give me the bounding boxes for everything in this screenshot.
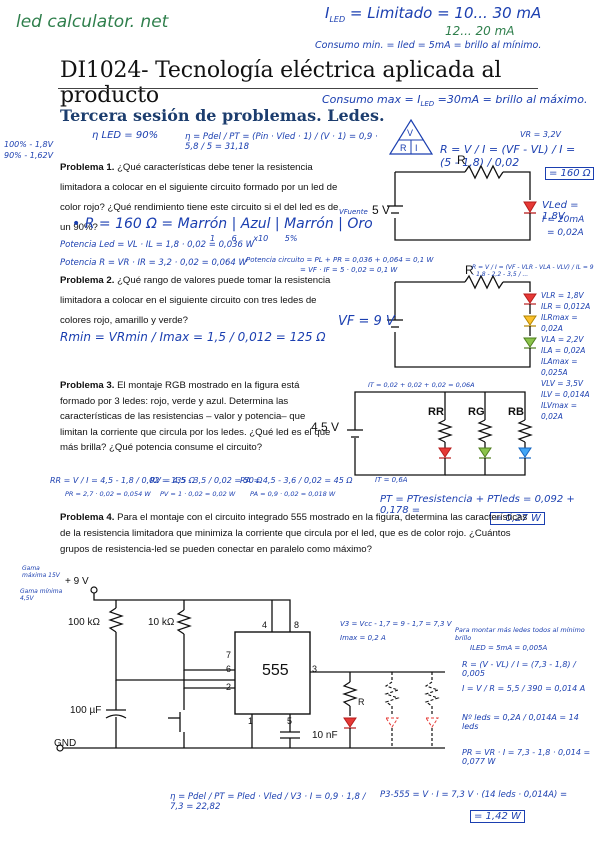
p4-r-eq: R = (V - VL) / I = (7,3 - 1,8) / 0,005 [462, 660, 576, 678]
p1-pot-led: Potencia Led = VL · IL = 1,8 · 0,02 = 0,… [60, 240, 255, 250]
note-90: 90% - 1,62V [4, 151, 54, 160]
circuit1-result: = 160 Ω [545, 167, 595, 180]
p2-rmin: Rmin = VRmin / Imax = 1,5 / 0,012 = 125 … [60, 330, 326, 344]
circuit3-label-g: RG [468, 406, 485, 418]
circuit4-c1: 100 µF [70, 705, 102, 716]
note-consumo-max: Consumo max = ILED =30mA = brillo al máx… [322, 93, 588, 109]
note-iled-limit: ILED = Limitado = 10... 30 mA [325, 4, 542, 24]
note-nled: η LED = 90% [92, 130, 159, 141]
p1-answer: • R = 160 Ω = Marrón | Azul | Marrón | O… [72, 216, 373, 232]
logo: led calculator. net [16, 12, 169, 32]
problem-1: Problema 1. ¿Qué características debe te… [60, 162, 339, 233]
circuit4-note-min: Gama mínima 4,5V [20, 588, 63, 602]
circuit3-it2: IT = 0,6A [375, 476, 408, 484]
pin-8: 8 [294, 620, 300, 630]
pin-5: 5 [287, 716, 293, 726]
circuit4-r1: 100 kΩ [68, 617, 100, 628]
svg-text:R: R [465, 263, 474, 277]
p4-i-eq: I = V / R = 5,5 / 390 = 0,014 A [462, 684, 586, 693]
circuit-4 [56, 586, 445, 752]
problem-4: Problema 4. Para el montaje con el circu… [60, 512, 528, 555]
circuit-2: R [387, 263, 537, 368]
p4-v3: V3 = Vcc - 1,7 = 9 - 1,7 = 7,3 V [340, 620, 452, 628]
p1-pot-r: Potencia R = VR · IR = 3,2 · 0,02 = 0,06… [60, 258, 247, 268]
p1-pot-total2: = VF · IF = 5 · 0,02 = 0,1 W [300, 266, 398, 274]
note-eta-formula: η = Pdel / PT = (Pin · Vled · 1) / (V · … [185, 132, 378, 152]
circuit4-c2: 10 nF [312, 730, 338, 741]
circuit1-voltage: 5 V [372, 203, 391, 217]
pin-7: 7 [226, 650, 232, 660]
pin-3: 3 [312, 664, 318, 674]
p3-rb: RA = 4,5 - 3,6 / 0,02 = 45 Ω [240, 476, 353, 485]
note-vr: VR = 3,2V [520, 130, 562, 139]
circuit1-iled2: = 0,02A [547, 228, 584, 238]
title-rule [58, 88, 538, 89]
p4-eta: η = Pdel / PT = Pled · Vled / V3 · I = 0… [170, 792, 366, 812]
note-ohm: R = V / I = (VF - VL) / I = (5 - 1,8) / … [440, 143, 576, 169]
circuit4-r2: 10 kΩ [148, 617, 175, 628]
p4-nleds: Nº leds = 0,2A / 0,014A = 14 leds [462, 713, 579, 731]
svg-text:R: R [400, 143, 407, 153]
problem-2: Problema 2. ¿Qué rango de valores puede … [60, 275, 331, 326]
circuit1-vled: VLed = 1,8V [542, 200, 579, 222]
p3-rr: RR = V / I = 4,5 - 1,8 / 0,02 = 135 Ω [50, 476, 196, 485]
pin-2: 2 [226, 682, 232, 692]
circuit4-note-max: Gama máxima 15V [22, 565, 60, 579]
p4-pr: PR = VR · I = 7,3 - 1,8 · 0,014 = 0,077 … [462, 748, 591, 766]
p3-pv: PV = 1 · 0,02 = 0,02 W [160, 490, 236, 498]
p3-ptotal-result: = 0,27 W [490, 512, 545, 525]
circuit2-notes: VLR = 1,8V ILR = 0,012A ILRmax = 0,02A V… [541, 291, 591, 421]
p4-p3: P3-555 = V · I = 7,3 V · (14 leds · 0,01… [380, 790, 568, 800]
page-title: DI1024- Tecnología eléctrica aplicada al… [60, 58, 502, 108]
note-consumo-min: Consumo min. = Iled = 5mA = brillo al mí… [315, 40, 542, 51]
pin-4: 4 [262, 620, 268, 630]
circuit3-label-r: RR [428, 406, 444, 418]
circuit4-vcc: + 9 V [65, 576, 89, 587]
p3-ptotal: PT = PTresistencia + PTleds = 0,092 + 0,… [380, 494, 575, 516]
circuit-3 [347, 391, 533, 476]
svg-text:R: R [457, 153, 466, 167]
p3-pa: PA = 0,9 · 0,02 = 0,018 W [250, 490, 336, 498]
p4-right-title: Para montar más ledes todos al mínimo br… [455, 626, 585, 642]
circuit1-iled: I = 20mA [542, 215, 585, 225]
circuit4-gnd: GND [54, 738, 77, 749]
circuit3-it: IT = 0,02 + 0,02 + 0,02 = 0,06A [368, 381, 475, 389]
circuit4-chip: 555 [262, 662, 289, 679]
svg-text:V: V [407, 128, 413, 138]
p1-pot-total: Potencia circuito = PL + PR = 0,036 + 0,… [246, 256, 434, 264]
circuit3-voltage: 4.5 V [311, 420, 340, 434]
p3-rg: RV = 4,5 - 3,5 / 0,02 = 50 Ω [150, 476, 263, 485]
circuit1-vf: VFuente [339, 208, 368, 216]
circuit2-voltage: VF = 9 V [338, 314, 395, 329]
p4-imax: Imax = 0,2 A [340, 634, 386, 642]
p3-pr: PR = 2,7 · 0,02 = 0,054 W [65, 490, 151, 498]
circuit-1: R [387, 153, 537, 241]
circuit4-r: R [358, 697, 365, 707]
note-range: 12... 20 mA [445, 24, 515, 38]
svg-text:I: I [415, 143, 418, 153]
pin-1: 1 [248, 716, 254, 726]
vri-triangle: V R I [388, 118, 434, 155]
p1-answer-sub: 1 6 x10 5% [210, 234, 298, 243]
p4-p3-result: = 1,42 W [470, 810, 525, 823]
subtitle: Tercera sesión de problemas. Ledes. [60, 106, 385, 125]
circuit2-r-formula: R = V / I = (VF - VLR - VLA - VLV) / IL … [472, 264, 594, 278]
note-100: 100% - 1,8V [4, 140, 54, 149]
p4-iled: ILED = 5mA = 0,005A [470, 644, 548, 652]
problem-3: Problema 3. El montaje RGB mostrado en l… [60, 380, 331, 453]
pin-6: 6 [226, 664, 232, 674]
circuit3-label-b: RB [508, 406, 524, 418]
